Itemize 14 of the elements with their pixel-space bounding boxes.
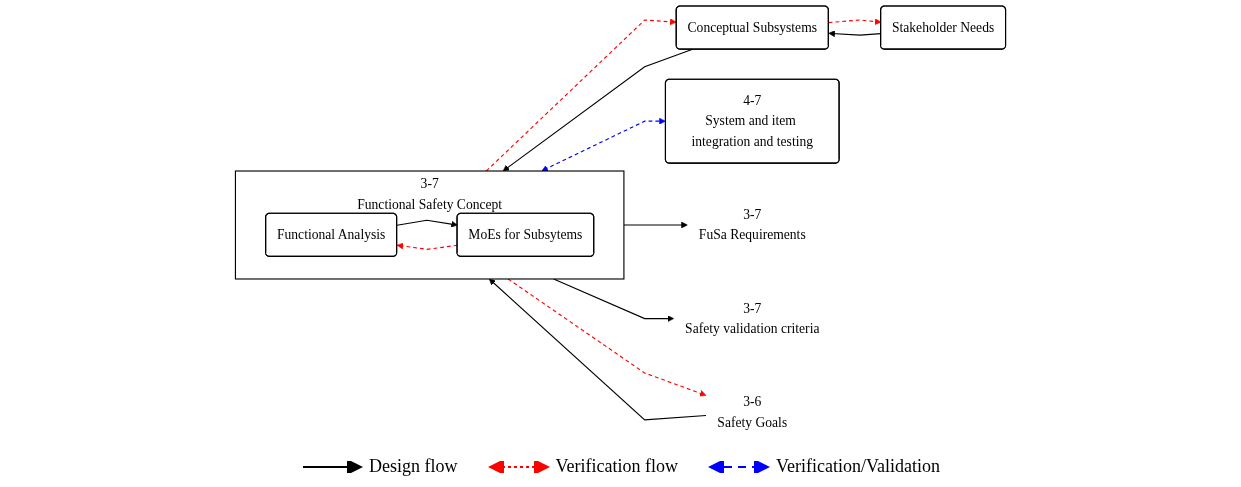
- arrow: [507, 278, 707, 397]
- arrow: [396, 219, 458, 228]
- node-text: 3-7 Safety validation criteria: [685, 300, 820, 336]
- arrow: [396, 242, 458, 250]
- arrow: [553, 278, 675, 322]
- arrow: [485, 18, 677, 172]
- legend-text: Verification flow: [555, 456, 678, 477]
- node-text: 3-6 Safety Goals: [717, 394, 788, 430]
- legend-text: Verification/Validation: [776, 456, 940, 477]
- node-text: 3-7 FuSa Requirements: [698, 206, 806, 243]
- arrow: [488, 278, 707, 421]
- legend-text: Design flow: [369, 456, 458, 477]
- arrow: [623, 221, 688, 229]
- arrow: [541, 117, 666, 172]
